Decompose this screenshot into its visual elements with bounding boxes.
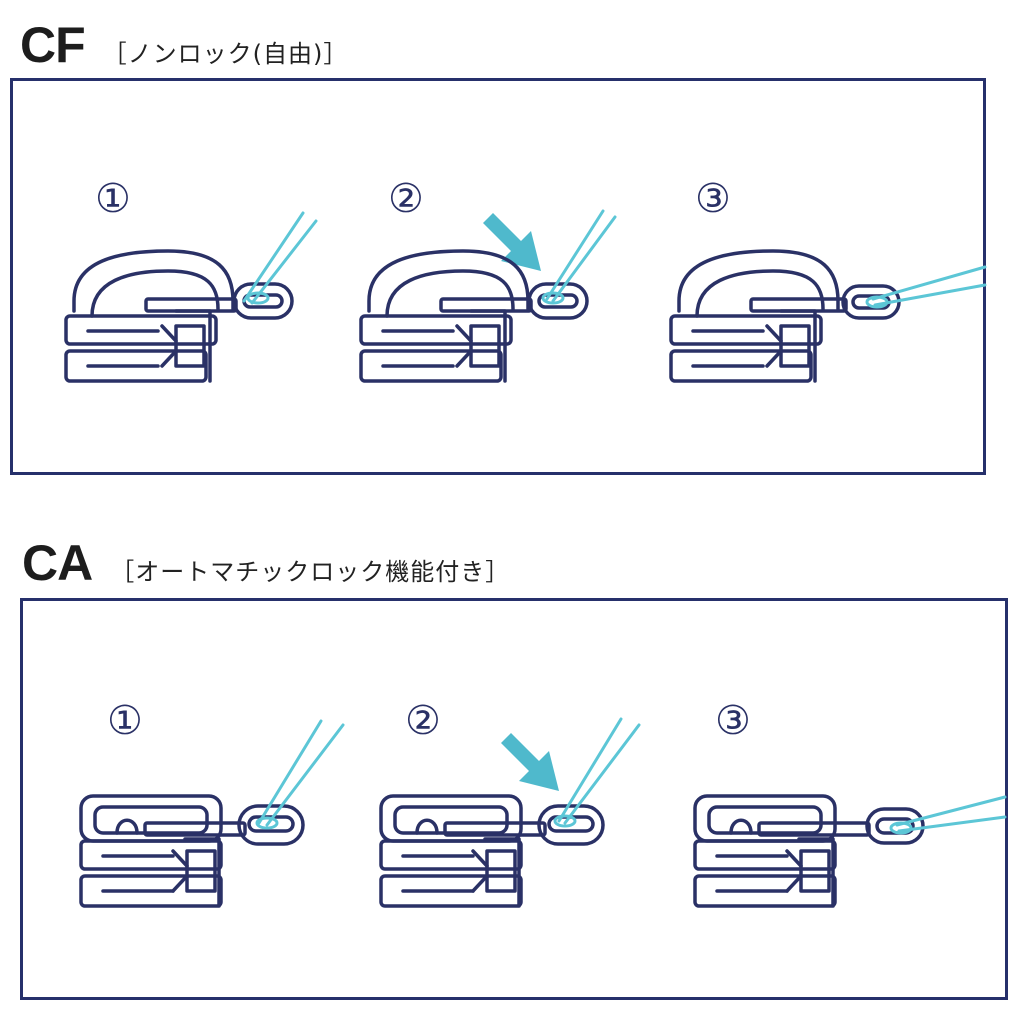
cf-code: CF <box>20 17 86 73</box>
cf-step-3-slider-icon <box>669 249 987 383</box>
cf-subtitle: ［ノンロック(自由)］ <box>102 40 349 68</box>
cf-step-2-arrow-icon <box>483 213 541 271</box>
cf-panel: ① ② <box>10 78 987 475</box>
ca-step-3-slider-icon <box>693 794 1007 908</box>
ca-step-1-number: ① <box>107 698 143 744</box>
cf-header: CF ［ノンロック(自由)］ <box>20 20 348 70</box>
cf-step-1-number: ① <box>95 176 131 222</box>
cf-step-2-slider-icon <box>359 209 617 383</box>
cf-step-2-number: ② <box>388 176 424 222</box>
ca-step-3-number: ③ <box>715 698 751 744</box>
ca-panel: ① ② <box>20 598 1008 1000</box>
cf-step-1-slider-icon <box>64 211 318 383</box>
ca-header: CA ［オートマチックロック機能付き］ <box>22 538 510 588</box>
ca-step-2-arrow-icon <box>501 733 559 791</box>
cf-step-3-number: ③ <box>695 176 731 222</box>
ca-subtitle: ［オートマチックロック機能付き］ <box>110 558 511 586</box>
ca-step-2-slider-icon <box>379 717 641 908</box>
ca-step-2-number: ② <box>405 698 441 744</box>
ca-code: CA <box>22 535 93 591</box>
ca-step-1-slider-icon <box>79 719 345 908</box>
